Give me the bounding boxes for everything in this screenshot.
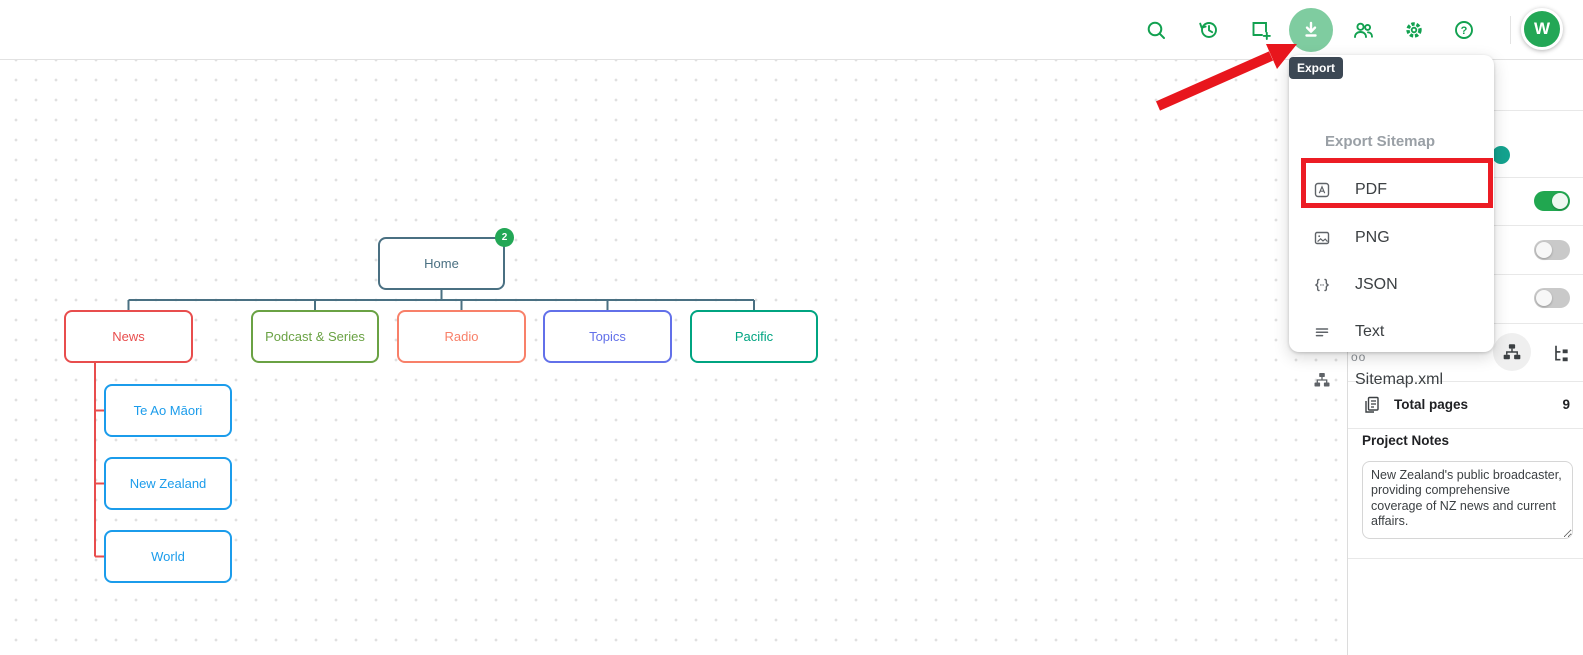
toolbar-divider bbox=[1510, 16, 1511, 44]
node-label: Topics bbox=[589, 329, 626, 344]
toggle-knob bbox=[1536, 290, 1552, 306]
node-label: Pacific bbox=[734, 329, 774, 344]
history-icon[interactable] bbox=[1188, 10, 1228, 50]
add-page-icon[interactable] bbox=[1240, 10, 1280, 50]
node-label: Radio bbox=[444, 329, 479, 344]
node-news[interactable]: News bbox=[64, 310, 193, 363]
partial-hidden-icon: oo bbox=[1351, 350, 1367, 364]
total-pages-value: 9 bbox=[1562, 397, 1570, 412]
node-label: News bbox=[112, 329, 145, 344]
home-children-badge: 2 bbox=[495, 228, 514, 247]
braces-icon bbox=[1314, 278, 1330, 292]
connector-lines bbox=[94, 290, 755, 558]
tree-view-icon bbox=[1555, 345, 1568, 362]
node-label: New Zealand bbox=[129, 476, 207, 491]
pages-icon bbox=[1365, 396, 1379, 413]
node-te-ao-maori[interactable]: Te Ao Māori bbox=[104, 384, 232, 437]
sitemap-view-button[interactable] bbox=[1493, 333, 1531, 371]
search-icon[interactable] bbox=[1136, 10, 1176, 50]
node-topics[interactable]: Topics bbox=[543, 310, 672, 363]
help-icon[interactable]: ? bbox=[1444, 10, 1484, 50]
tree-view-button[interactable] bbox=[1549, 341, 1573, 365]
sidebar-divider bbox=[1348, 381, 1583, 382]
image-icon bbox=[1314, 231, 1330, 245]
menu-item-png[interactable]: PNG bbox=[1289, 215, 1494, 261]
user-avatar[interactable]: W bbox=[1521, 8, 1563, 50]
toggle-knob bbox=[1536, 242, 1552, 258]
toggle-knob bbox=[1552, 193, 1568, 209]
settings-gear-icon[interactable] bbox=[1394, 10, 1434, 50]
node-new-zealand[interactable]: New Zealand bbox=[104, 457, 232, 510]
menu-item-sitemap-xml[interactable]: Sitemap.xml bbox=[1289, 357, 1494, 403]
menu-item-label: Text bbox=[1355, 323, 1385, 340]
sidebar-divider bbox=[1348, 558, 1583, 559]
total-pages-label: Total pages bbox=[1394, 397, 1469, 412]
svg-text:?: ? bbox=[1461, 25, 1468, 37]
export-menu-title: Export Sitemap bbox=[1325, 133, 1436, 150]
node-label: Te Ao Māori bbox=[133, 403, 203, 418]
menu-item-text[interactable]: Text bbox=[1289, 309, 1494, 355]
node-home[interactable]: Home bbox=[378, 237, 505, 290]
node-label: World bbox=[151, 549, 185, 564]
export-tooltip: Export bbox=[1289, 57, 1344, 79]
sidebar-toggle-1[interactable] bbox=[1534, 191, 1570, 211]
png-highlight-box bbox=[1301, 158, 1493, 208]
node-podcast-series[interactable]: Podcast & Series bbox=[251, 310, 379, 363]
sitemap-tree-icon bbox=[1314, 373, 1330, 387]
project-notes-input[interactable]: New Zealand's public broadcaster, provid… bbox=[1362, 461, 1573, 539]
project-notes-title: Project Notes bbox=[1362, 433, 1450, 448]
menu-item-label: Sitemap.xml bbox=[1355, 371, 1444, 388]
node-pacific[interactable]: Pacific bbox=[690, 310, 818, 363]
page-color-dot[interactable] bbox=[1492, 146, 1510, 164]
sidebar-toggle-2[interactable] bbox=[1534, 240, 1570, 260]
menu-item-label: PNG bbox=[1355, 229, 1390, 246]
menu-item-pdf[interactable]: PDF bbox=[1289, 167, 1494, 213]
sidebar-toggle-3[interactable] bbox=[1534, 288, 1570, 308]
menu-item-json[interactable]: JSON bbox=[1289, 262, 1494, 308]
sitemap-view-icon bbox=[1503, 344, 1521, 360]
node-radio[interactable]: Radio bbox=[397, 310, 526, 363]
share-users-icon[interactable] bbox=[1343, 10, 1383, 50]
text-lines-icon bbox=[1315, 328, 1329, 337]
sidebar-divider bbox=[1348, 428, 1583, 429]
node-label: Home bbox=[424, 256, 459, 271]
total-pages-row: Total pages 9 bbox=[1348, 381, 1583, 428]
export-download-icon bbox=[1305, 21, 1317, 37]
pdf-file-icon bbox=[1314, 182, 1330, 198]
top-toolbar: ? W bbox=[0, 0, 1583, 60]
menu-item-label: PDF bbox=[1355, 181, 1387, 198]
menu-item-label: JSON bbox=[1355, 276, 1398, 293]
export-button[interactable] bbox=[1289, 8, 1333, 52]
node-world[interactable]: World bbox=[104, 530, 232, 583]
node-label: Podcast & Series bbox=[265, 329, 365, 344]
sitemap-canvas[interactable]: Home 2 News Podcast & Series Radio Topic… bbox=[0, 60, 1347, 655]
